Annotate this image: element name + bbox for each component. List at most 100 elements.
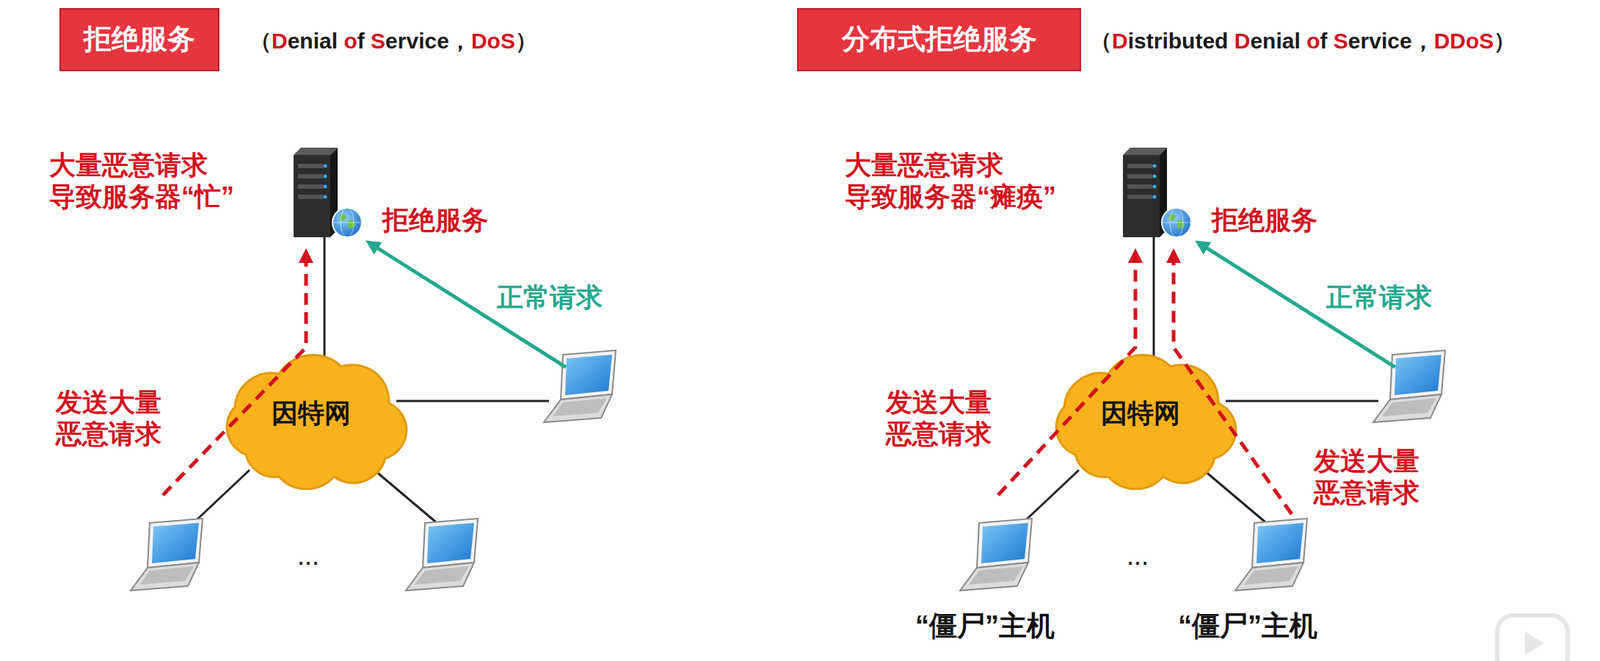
letter: ， — [1412, 28, 1435, 53]
letter: d — [1214, 28, 1228, 53]
letter: e — [1399, 28, 1413, 53]
cloud-shape — [1056, 354, 1236, 489]
annotation-text: 拒绝服务 — [382, 204, 489, 236]
annotation-text: 发送大量 恶意请求 — [885, 386, 1004, 450]
letter: s — [1133, 28, 1147, 53]
letter: r — [397, 28, 407, 53]
letter — [1227, 28, 1234, 53]
subtitle-text: （Denial of Service，DoS） — [249, 27, 538, 55]
normal-request-label: 正常请求 — [1326, 281, 1432, 313]
host-label: “僵尸”主机 — [915, 609, 1055, 643]
ellipsis: ... — [1126, 539, 1149, 572]
letter: l — [1293, 28, 1300, 53]
letter: n — [1262, 28, 1276, 53]
node-text: 分布式拒绝服务 — [841, 22, 1038, 57]
annotation-text: 发送大量 恶意请求 — [1313, 444, 1432, 508]
letter: e — [1249, 28, 1263, 53]
letter: b — [1168, 28, 1182, 53]
letter: ） — [515, 28, 538, 53]
letter — [1300, 28, 1307, 53]
globe-icon — [332, 207, 362, 238]
letter: u — [1181, 28, 1195, 53]
host-label: “僵尸”主机 — [1177, 609, 1318, 643]
letter: ） — [1493, 28, 1516, 53]
letter: S — [370, 28, 386, 53]
letter: （ — [249, 28, 272, 53]
node-text: 拒绝服务 — [83, 22, 196, 57]
letter: S — [1333, 28, 1349, 53]
letter: e — [385, 28, 398, 53]
annotation-text: 发送大量 恶意请求 — [55, 386, 174, 450]
letter: S — [500, 28, 516, 53]
malicious-request-arrow — [998, 258, 1136, 495]
letter: c — [1387, 28, 1400, 53]
letter: o — [1306, 28, 1320, 53]
letter: t — [1194, 28, 1203, 53]
letter: a — [319, 28, 332, 53]
internet-cloud: 因特网 — [209, 336, 414, 490]
laptop-icon — [130, 518, 203, 591]
letter: D — [271, 28, 288, 53]
title-box: 拒绝服务 — [59, 8, 220, 72]
letter: f — [357, 28, 365, 53]
subtitle-text: （Distributed Denial of Service，DDoS） — [1089, 27, 1516, 55]
annotation-text: 大量恶意请求 导致服务器“瘫痪” — [844, 148, 1098, 213]
letter: e — [287, 28, 301, 53]
letter: v — [405, 28, 419, 53]
letter: S — [1478, 28, 1494, 53]
annotation-text: 拒绝服务 — [1211, 204, 1318, 236]
letter: D — [471, 28, 488, 53]
letter: i — [418, 28, 425, 53]
letter: D — [1449, 28, 1466, 53]
letter: t — [1146, 28, 1154, 53]
letter — [364, 28, 371, 53]
letter: a — [1282, 28, 1295, 53]
letter: r — [1153, 28, 1163, 53]
network-panel — [130, 147, 616, 591]
cloud-shape — [226, 354, 407, 489]
node-text: 因特网 — [1100, 397, 1181, 429]
malicious-request-arrow — [162, 258, 307, 495]
annotation-text: 大量恶意请求 导致服务器“忙” — [49, 148, 277, 213]
malicious-request-arrow — [1173, 258, 1292, 514]
letter: e — [436, 28, 450, 53]
letter: D — [1234, 28, 1251, 53]
letter: i — [1275, 28, 1282, 53]
letter: e — [1348, 28, 1361, 53]
letter: v — [1368, 28, 1382, 53]
wire — [323, 236, 326, 367]
letter: e — [1202, 28, 1215, 53]
watermark-icon — [1497, 615, 1568, 661]
letter: （ — [1089, 28, 1112, 53]
letter: c — [424, 28, 438, 53]
letter: n — [299, 28, 313, 53]
letter: o — [487, 28, 501, 53]
letter: ， — [449, 28, 472, 53]
letter: o — [343, 28, 357, 53]
title-box: 分布式拒绝服务 — [797, 8, 1082, 72]
letter: i — [1128, 28, 1134, 53]
letter: f — [1319, 28, 1327, 53]
wire — [374, 469, 441, 526]
letter: D — [1111, 28, 1129, 53]
wire — [396, 400, 549, 403]
letter: i — [1161, 28, 1168, 53]
laptop-icon — [405, 518, 478, 591]
letter: i — [313, 28, 320, 53]
letter: D — [1434, 28, 1451, 53]
internet-cloud: 因特网 — [1038, 336, 1243, 490]
letter: r — [1360, 28, 1370, 53]
node-text: 因特网 — [271, 397, 351, 429]
network-panel — [960, 147, 1446, 591]
normal-request-label: 正常请求 — [496, 281, 603, 313]
letter: i — [1381, 28, 1388, 53]
letter — [1326, 28, 1333, 53]
ellipsis: ... — [297, 539, 320, 572]
letter — [337, 28, 344, 53]
letter: l — [331, 28, 338, 53]
server-icon — [293, 147, 338, 238]
